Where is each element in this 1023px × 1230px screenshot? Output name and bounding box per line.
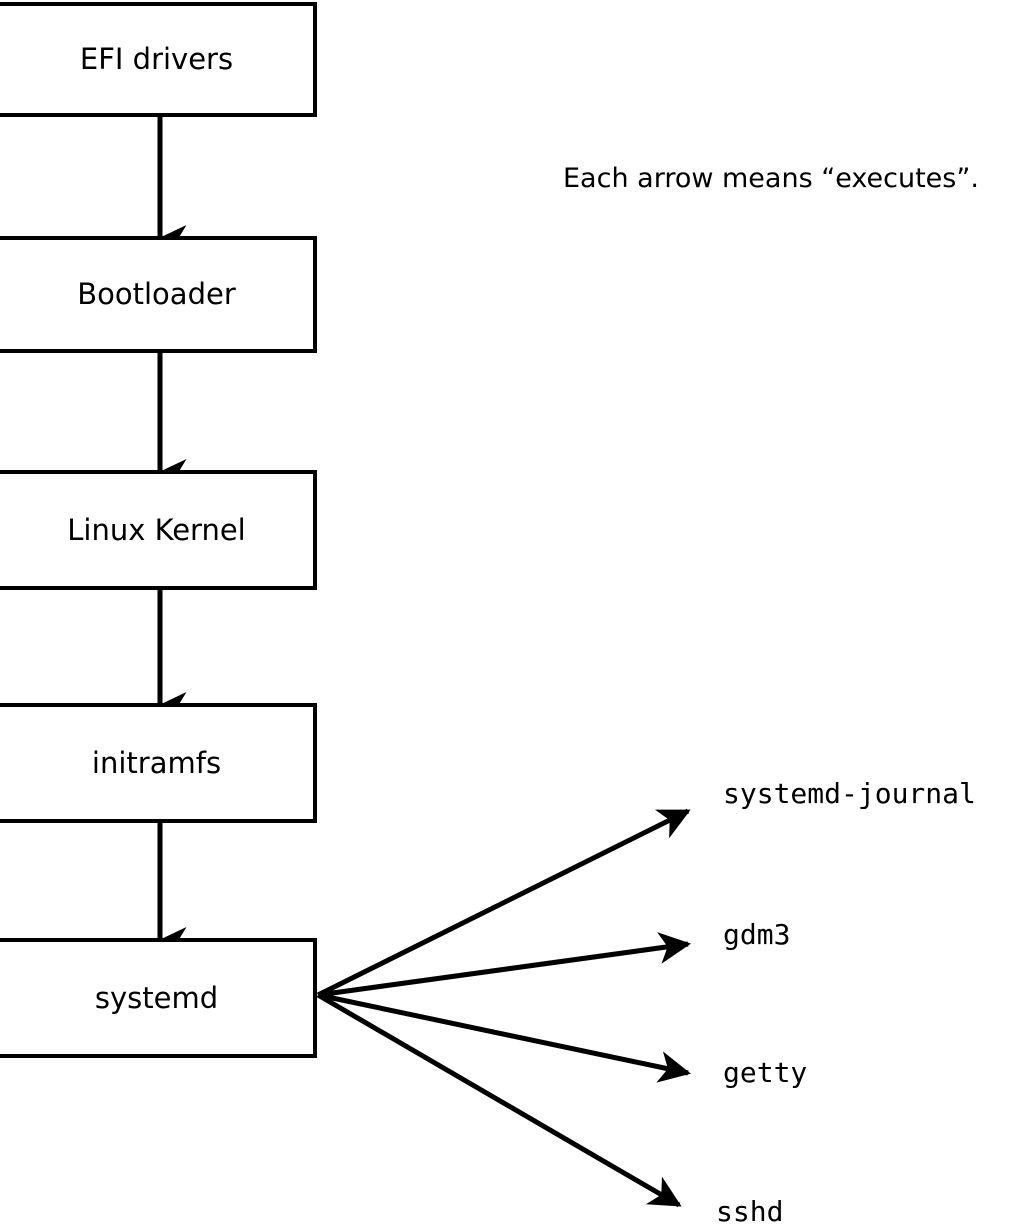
fanout-arrow-group bbox=[316, 808, 691, 1208]
node-initramfs[interactable]: initramfs bbox=[0, 703, 317, 823]
node-label-efi-drivers: EFI drivers bbox=[79, 42, 234, 76]
node-label-initramfs: initramfs bbox=[91, 745, 222, 780]
service-label-sshd: sshd bbox=[716, 1195, 784, 1228]
service-label-systemd-journal: systemd-journal bbox=[723, 777, 976, 810]
node-label-linux-kernel: Linux Kernel bbox=[67, 512, 246, 547]
node-systemd[interactable]: systemd bbox=[0, 938, 317, 1058]
arrow-systemd-to-gdm3 bbox=[317, 932, 691, 998]
arrow-systemd-to-getty bbox=[317, 992, 691, 1083]
node-efi-drivers[interactable]: EFI drivers bbox=[0, 2, 317, 117]
arrow-systemd-to-sshd bbox=[316, 992, 682, 1208]
arrow-systemd-to-systemd-journal bbox=[316, 808, 691, 998]
node-label-systemd: systemd bbox=[94, 980, 219, 1015]
service-label-gdm3: gdm3 bbox=[723, 918, 791, 951]
legend-note: Each arrow means “executes”. bbox=[563, 163, 979, 194]
service-label-getty: getty bbox=[723, 1056, 808, 1089]
node-bootloader[interactable]: Bootloader bbox=[0, 236, 317, 353]
node-linux-kernel[interactable]: Linux Kernel bbox=[0, 470, 317, 590]
node-label-bootloader: Bootloader bbox=[77, 277, 236, 311]
